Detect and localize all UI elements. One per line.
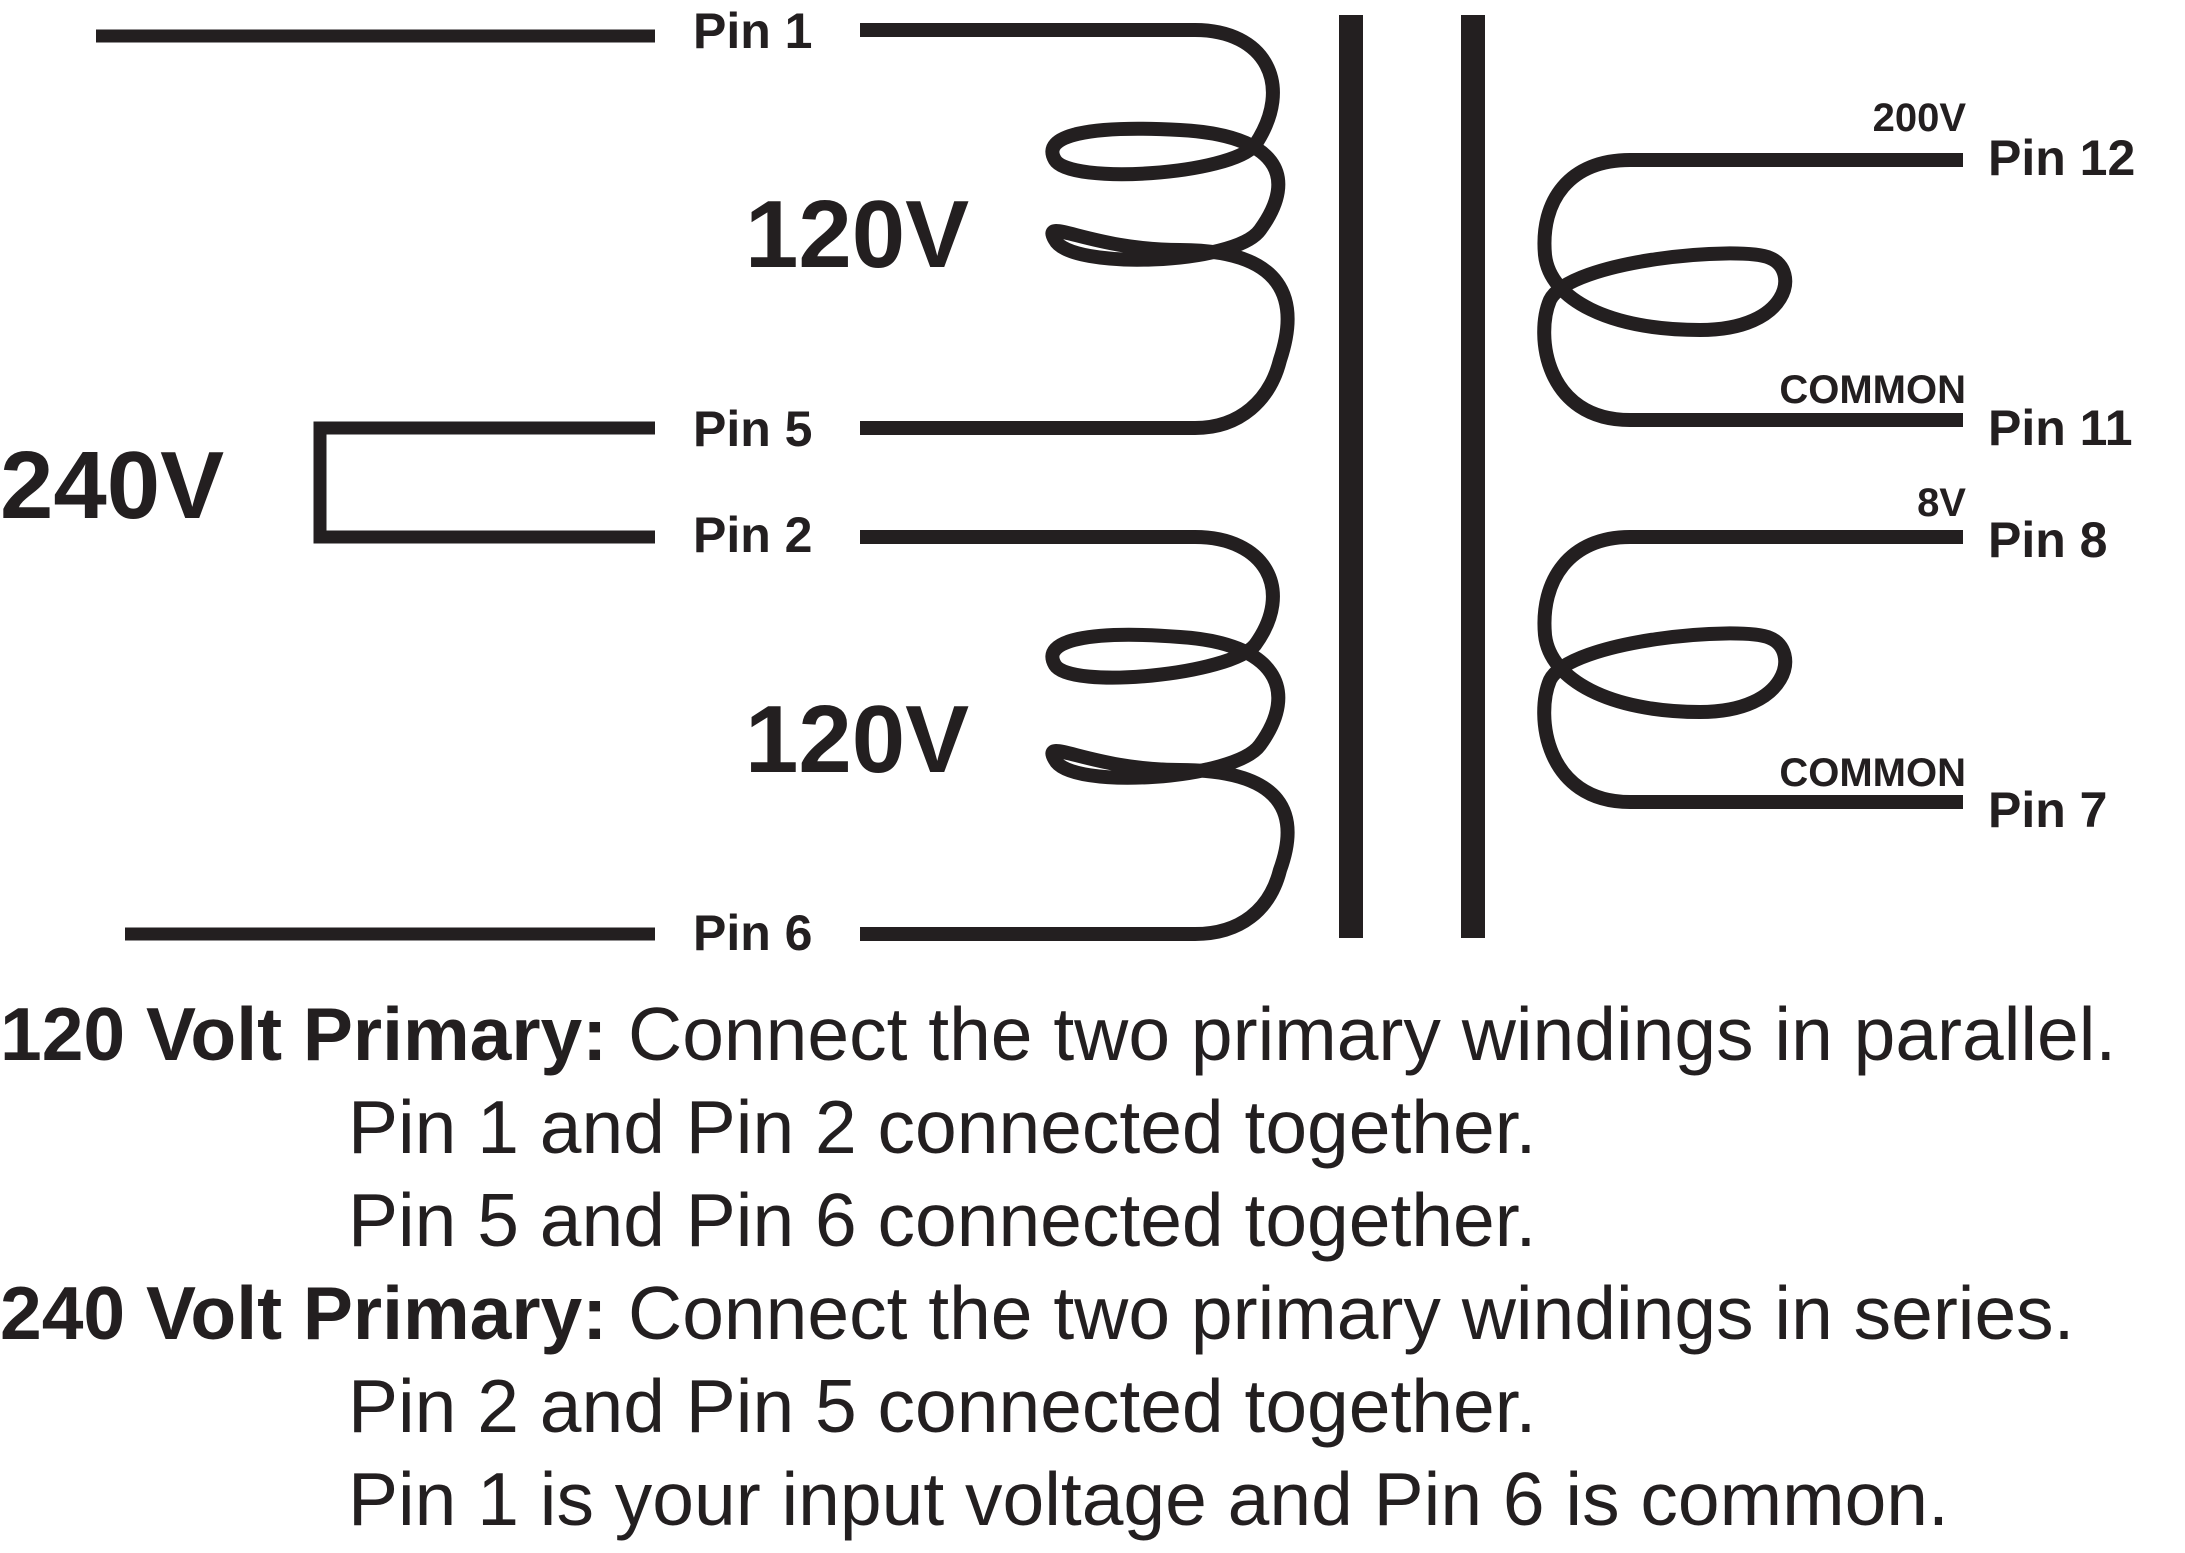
common-label-upper: COMMON <box>1779 368 1966 412</box>
secondary-lower-winding <box>1537 530 1963 809</box>
note-240v-primary: 240 Volt Primary: Connect the two primar… <box>0 1267 2185 1360</box>
pin12-label: Pin 12 <box>1988 130 2135 186</box>
note-240v-line-1: Pin 2 and Pin 5 connected together. <box>348 1364 1537 1448</box>
transformer-wiring-diagram: Pin 1 Pin 5 Pin 2 Pin 6 240V 120V 120V 2… <box>0 3 2135 960</box>
note-120v-primary: 120 Volt Primary: Connect the two primar… <box>0 988 2185 1081</box>
note-240v-heading: 240 Volt Primary: <box>0 1271 608 1355</box>
upper-winding-voltage-label: 120V <box>745 181 969 288</box>
secondary-upper-winding <box>1537 153 1963 427</box>
wiring-notes: 120 Volt Primary: Connect the two primar… <box>0 988 2185 1546</box>
pin11-label: Pin 11 <box>1988 400 2133 456</box>
note-240v-line-2: Pin 1 is your input voltage and Pin 6 is… <box>348 1457 1949 1541</box>
primary-upper-winding <box>860 23 1295 435</box>
total-voltage-label: 240V <box>0 432 224 539</box>
note-120v-line-2: Pin 5 and Pin 6 connected together. <box>348 1178 1537 1262</box>
pin7-label: Pin 7 <box>1988 782 2107 838</box>
pin2-label: Pin 2 <box>693 507 812 563</box>
note-120v-text: Connect the two primary windings in para… <box>607 992 2117 1076</box>
pin1-label: Pin 1 <box>693 3 812 59</box>
pin8-label: Pin 8 <box>1988 512 2107 568</box>
lower-winding-voltage-label: 120V <box>745 686 969 793</box>
primary-lower-winding <box>860 530 1295 941</box>
pin6-label: Pin 6 <box>693 905 812 960</box>
tap-8v-label: 8V <box>1917 481 1966 525</box>
pin5-label: Pin 5 <box>693 401 812 457</box>
note-240v-text: Connect the two primary windings in seri… <box>607 1271 2075 1355</box>
series-jumper-pin5-pin2 <box>313 421 655 544</box>
common-label-lower: COMMON <box>1779 751 1966 795</box>
note-120v-heading: 120 Volt Primary: <box>0 992 608 1076</box>
tap-200v-label: 200V <box>1873 96 1967 140</box>
note-120v-line-1: Pin 1 and Pin 2 connected together. <box>348 1085 1537 1169</box>
